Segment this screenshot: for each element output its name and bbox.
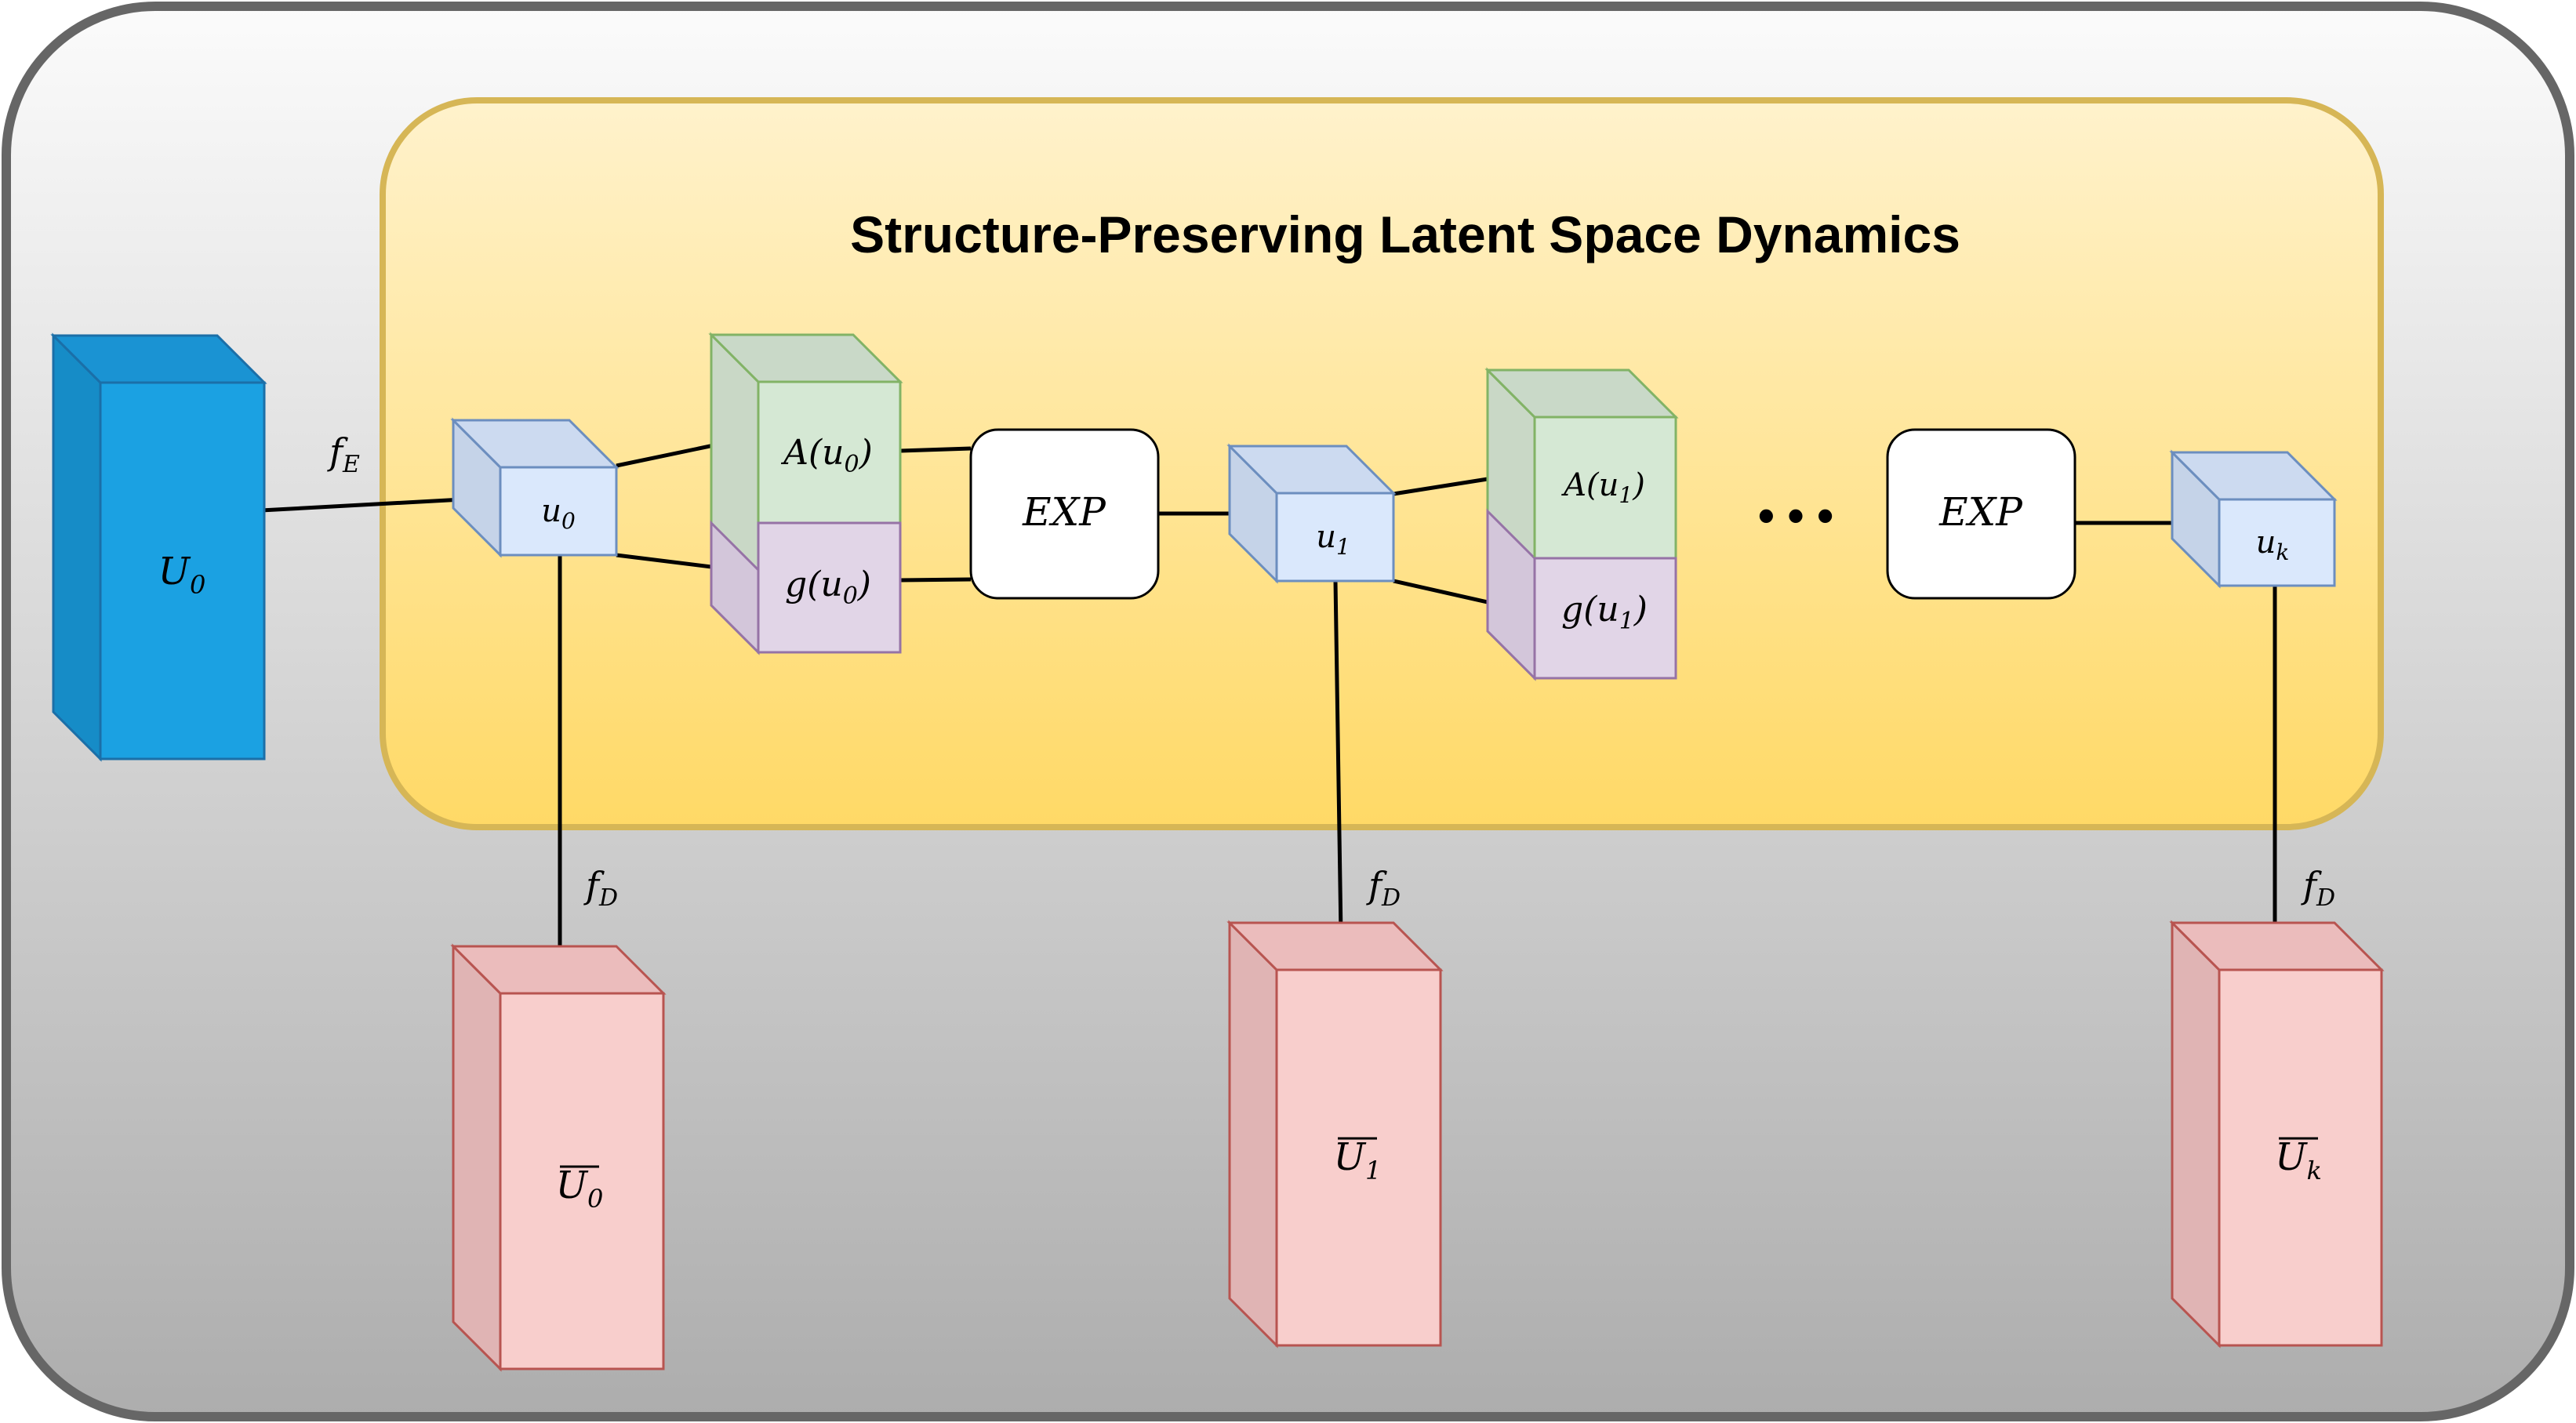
line-u1-to-A1 <box>1393 477 1488 496</box>
exp-block-2: EXP <box>1886 428 2076 600</box>
svg-text:EXP: EXP <box>1022 489 1106 535</box>
svg-text:U1: U1 <box>1334 1135 1382 1185</box>
svg-text:A(u0): A(u0) <box>780 433 873 478</box>
decoder-line-1 <box>1333 580 1343 935</box>
latent-u0: u0 <box>450 417 619 558</box>
input-block: U0 <box>50 332 267 762</box>
ellipsis: • • • <box>1758 489 1833 542</box>
operator-g-u1 <box>1533 557 1677 680</box>
svg-text:A(u1): A(u1) <box>1560 467 1645 508</box>
line-g0-to-exp <box>899 577 972 583</box>
latent-uk: uk <box>2169 449 2338 589</box>
svg-text:g(u1): g(u1) <box>1561 590 1648 635</box>
svg-text:uk: uk <box>2256 525 2290 565</box>
operator-g-u0 <box>757 521 902 654</box>
operator-stack-0: A(u0) g(u0) <box>708 332 903 655</box>
panel-title: Structure-Preserving Latent Space Dynami… <box>850 205 1960 263</box>
svg-text:u0: u0 <box>541 493 576 534</box>
operator-stack-1: A(u1) g(u1) <box>1484 367 1679 681</box>
latent-u1: u1 <box>1226 443 1397 584</box>
svg-text:U0: U0 <box>158 550 206 600</box>
output-block-0: U0 <box>450 943 667 1372</box>
svg-text:EXP: EXP <box>1938 489 2023 535</box>
line-A0-to-exp <box>899 446 972 453</box>
svg-text:g(u0): g(u0) <box>785 564 871 610</box>
svg-text:u1: u1 <box>1316 519 1350 560</box>
output-block-k: Uk <box>2169 920 2385 1349</box>
operator-A-u0 <box>757 380 902 525</box>
svg-text:Uk: Uk <box>2275 1135 2322 1185</box>
output-block-1: U1 <box>1226 920 1444 1349</box>
svg-text:U0: U0 <box>556 1163 604 1214</box>
encoder-line <box>260 496 478 513</box>
exp-block-1: EXP <box>969 428 1160 600</box>
